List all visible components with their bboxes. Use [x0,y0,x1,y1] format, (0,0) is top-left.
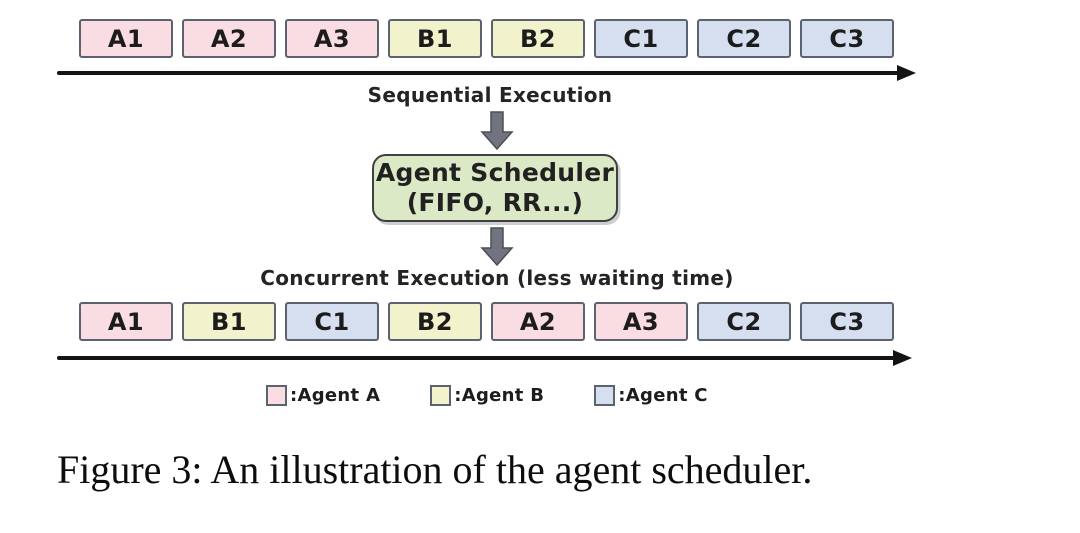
task-box-a2: A2 [182,19,276,58]
legend-swatch-agent-a [266,385,287,406]
concurrent-execution-label: Concurrent Execution (less waiting time) [260,266,734,290]
scheduler-subtitle: (FIFO, RR...) [406,188,584,217]
figure-caption: Figure 3: An illustration of the agent s… [57,447,813,492]
legend-swatch-agent-c [594,385,616,406]
task-box-a2: A2 [491,302,585,341]
task-box-b2: B2 [491,19,585,58]
task-box-c3: C3 [800,19,894,58]
scheduler-title: Agent Scheduler [375,158,615,187]
task-box-a3: A3 [594,302,688,341]
down-block-arrow-icon [480,111,514,151]
legend-item-agent-c: :Agent C [594,385,708,406]
sequential-execution-label: Sequential Execution [367,83,613,107]
legend-label-agent-c: :Agent C [618,385,708,406]
task-box-c1: C1 [285,302,379,341]
task-box-b1: B1 [182,302,276,341]
legend-label-agent-a: :Agent A [290,385,381,406]
legend-item-agent-a: :Agent A [266,385,380,406]
task-box-c1: C1 [594,19,688,58]
agent-scheduler-box: Agent Scheduler (FIFO, RR...) [372,154,618,222]
task-box-c3: C3 [800,302,894,341]
legend-swatch-agent-b [430,385,452,406]
task-box-a1: A1 [79,302,173,341]
legend: :Agent A :Agent B :Agent C [266,385,708,406]
concurrent-timeline-arrow [57,356,895,360]
legend-label-agent-b: :Agent B [454,385,545,406]
legend-item-agent-b: :Agent B [430,385,544,406]
task-box-b1: B1 [388,19,482,58]
sequential-timeline-arrow [57,71,899,75]
task-box-c2: C2 [697,19,791,58]
concurrent-timeline-arrowhead-icon [893,350,912,366]
task-box-a1: A1 [79,19,173,58]
down-block-arrow-icon [480,227,514,267]
task-box-b2: B2 [388,302,482,341]
task-box-a3: A3 [285,19,379,58]
sequential-timeline-arrowhead-icon [897,65,916,81]
task-box-c2: C2 [697,302,791,341]
